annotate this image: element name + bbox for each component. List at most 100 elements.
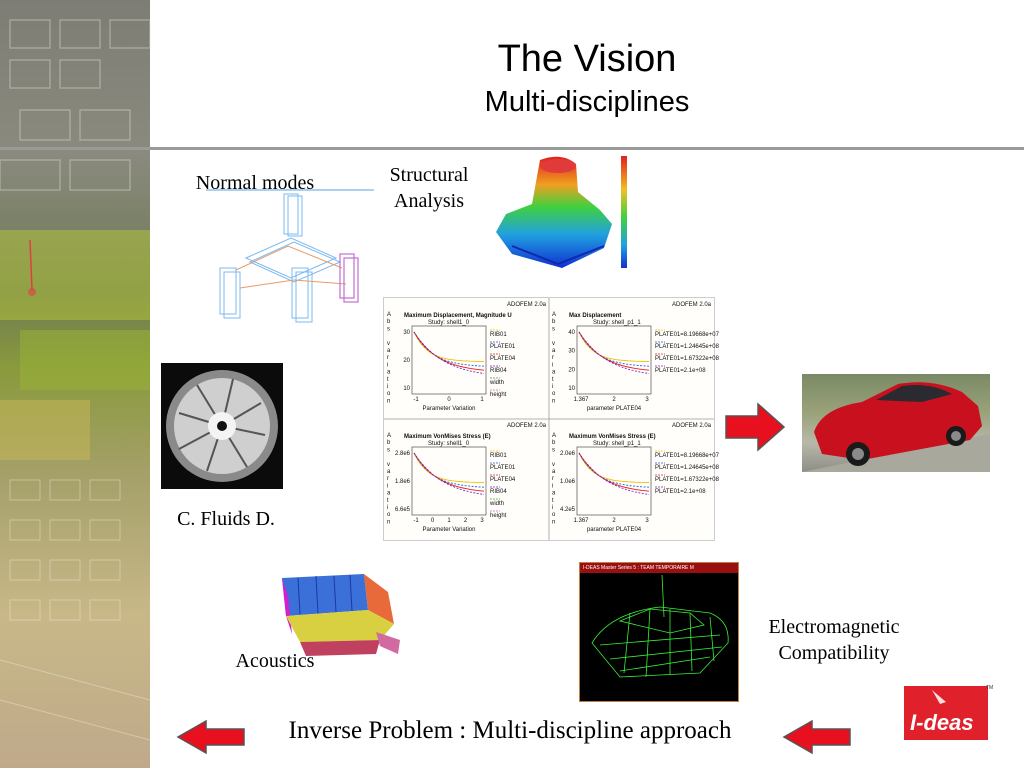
plot-header: ADOFEM 2.0a	[507, 423, 547, 429]
y-axis-label-letter: t	[387, 498, 389, 504]
plot-frame	[411, 446, 487, 516]
y-axis-label-letter: A	[552, 312, 556, 318]
y-axis-label-letter: o	[387, 512, 391, 518]
plot-curve	[413, 331, 485, 362]
x-tick-label: 2	[612, 397, 616, 403]
legend-label: PLATE04	[490, 477, 516, 483]
logo-wordmark: I-deas	[910, 710, 974, 735]
plot-frame	[576, 446, 652, 516]
y-axis-label-letter: A	[387, 312, 391, 318]
plot-curve	[578, 331, 650, 362]
plot-curve	[413, 452, 485, 483]
legend-label: PLATE01=1.24645e+08	[655, 344, 720, 350]
legend-label: PLATE01	[490, 344, 516, 350]
y-axis-label-letter: a	[552, 370, 556, 376]
acoustics-engine-block-image	[276, 570, 406, 660]
y-tick-label: 20	[403, 358, 410, 364]
y-axis-label-letter: v	[552, 462, 555, 468]
y-axis-label-letter: r	[552, 355, 554, 361]
y-axis-label-letter: i	[387, 505, 388, 511]
legend-label: PLATE01=1.67322e+08	[655, 356, 720, 362]
y-tick-label: 2.0e6	[560, 451, 576, 457]
legend-label: width	[489, 501, 504, 507]
y-axis-label-letter: i	[552, 505, 553, 511]
arrow-right-icon	[724, 402, 786, 452]
plot-curve	[413, 331, 485, 367]
y-axis-label-letter: r	[387, 476, 389, 482]
em-window-titlebar: I-DEAS Master Series 5 : TEAM TEMPORAIRE…	[580, 563, 738, 573]
plot-curve	[413, 452, 485, 492]
structural-analysis-image	[492, 152, 634, 272]
y-tick-label: 1.8e6	[395, 479, 411, 485]
y-axis-label-letter: i	[387, 362, 388, 368]
y-tick-label: 20	[568, 367, 575, 373]
legend-label: PLATE01=8.19668e+07	[655, 453, 720, 459]
legend-label: height	[490, 513, 507, 519]
plot-header: ADOFEM 2.0a	[672, 423, 712, 429]
plot-title: Maximum VonMises Stress (E)	[404, 434, 491, 440]
ideas-logo: I-deas TM	[902, 682, 994, 742]
caption-cfd: C. Fluids D.	[177, 508, 275, 530]
arrow-left-icon	[176, 719, 246, 755]
legend-label: PLATE01=8.19668e+07	[655, 332, 720, 338]
y-axis-label-letter: A	[552, 433, 556, 439]
plot-curve	[413, 331, 485, 374]
plot-curve	[578, 452, 650, 492]
y-axis-label-letter: t	[552, 377, 554, 383]
y-axis-label-letter: i	[552, 362, 553, 368]
caption-structural-line1: Structural	[389, 164, 469, 186]
legend-label: PLATE01=2.1e+08	[655, 368, 706, 374]
slide-title: The Vision	[497, 38, 677, 80]
y-axis-label-letter: a	[552, 491, 556, 497]
y-axis-label-letter: r	[387, 355, 389, 361]
y-axis-label-letter: a	[387, 491, 391, 497]
y-tick-label: 30	[403, 330, 410, 336]
legend-label: PLATE01	[490, 465, 516, 471]
plot-header: ADOFEM 2.0a	[672, 302, 712, 308]
plot-curve	[578, 331, 650, 367]
x-tick-label: 2	[612, 518, 616, 524]
y-axis-label-letter: t	[387, 377, 389, 383]
x-tick-label: 2	[464, 518, 468, 524]
plot-title: Maximum Displacement, Magnitude U	[404, 313, 512, 319]
caption-acoustics: Acoustics	[235, 650, 315, 672]
y-axis-label-letter: s	[552, 326, 555, 332]
y-axis-label-letter: v	[387, 462, 390, 468]
y-tick-label: 10	[403, 386, 410, 392]
x-tick-label: -1	[413, 397, 419, 403]
y-axis-label-letter: o	[552, 391, 556, 397]
plot-study: Study: shell_p1_1	[593, 320, 641, 326]
caption-em-line1: Electromagnetic	[768, 616, 900, 638]
caption-structural-analysis: Structural Analysis	[374, 162, 484, 214]
em-compatibility-window: I-DEAS Master Series 5 : TEAM TEMPORAIRE…	[579, 562, 739, 702]
legend-label: PLATE01=1.24645e+08	[655, 465, 720, 471]
y-tick-label: 1.0e6	[560, 479, 576, 485]
y-tick-label: 30	[568, 349, 575, 355]
x-tick-label: 1	[447, 518, 451, 524]
plot-curve	[578, 452, 650, 495]
legend-label: RIB04	[490, 489, 507, 495]
decorative-sidebar-image	[0, 0, 151, 768]
y-axis-label-letter: b	[552, 319, 556, 325]
x-tick-label: 3	[645, 518, 649, 524]
y-axis-label-letter: v	[552, 341, 555, 347]
plot-curve	[578, 452, 650, 483]
y-tick-label: 4.2e5	[560, 507, 576, 513]
plot-study: Study: shell1_0	[428, 320, 470, 326]
y-tick-label: 40	[568, 330, 575, 336]
y-axis-label-letter: n	[552, 398, 555, 404]
legend-label: RIB04	[490, 368, 507, 374]
legend-label: PLATE04	[490, 356, 516, 362]
y-tick-label: 6.6e5	[395, 507, 411, 513]
arrow-left-icon-secondary	[782, 719, 852, 755]
x-tick-label: 1	[480, 397, 484, 403]
x-axis-label: parameter PLATE04	[587, 527, 642, 533]
normal-modes-image	[206, 188, 374, 324]
y-axis-label-letter: i	[552, 384, 553, 390]
y-axis-label-letter: i	[387, 384, 388, 390]
y-axis-label-letter: r	[552, 476, 554, 482]
plot-curve	[413, 452, 485, 495]
y-axis-label-letter: i	[552, 483, 553, 489]
